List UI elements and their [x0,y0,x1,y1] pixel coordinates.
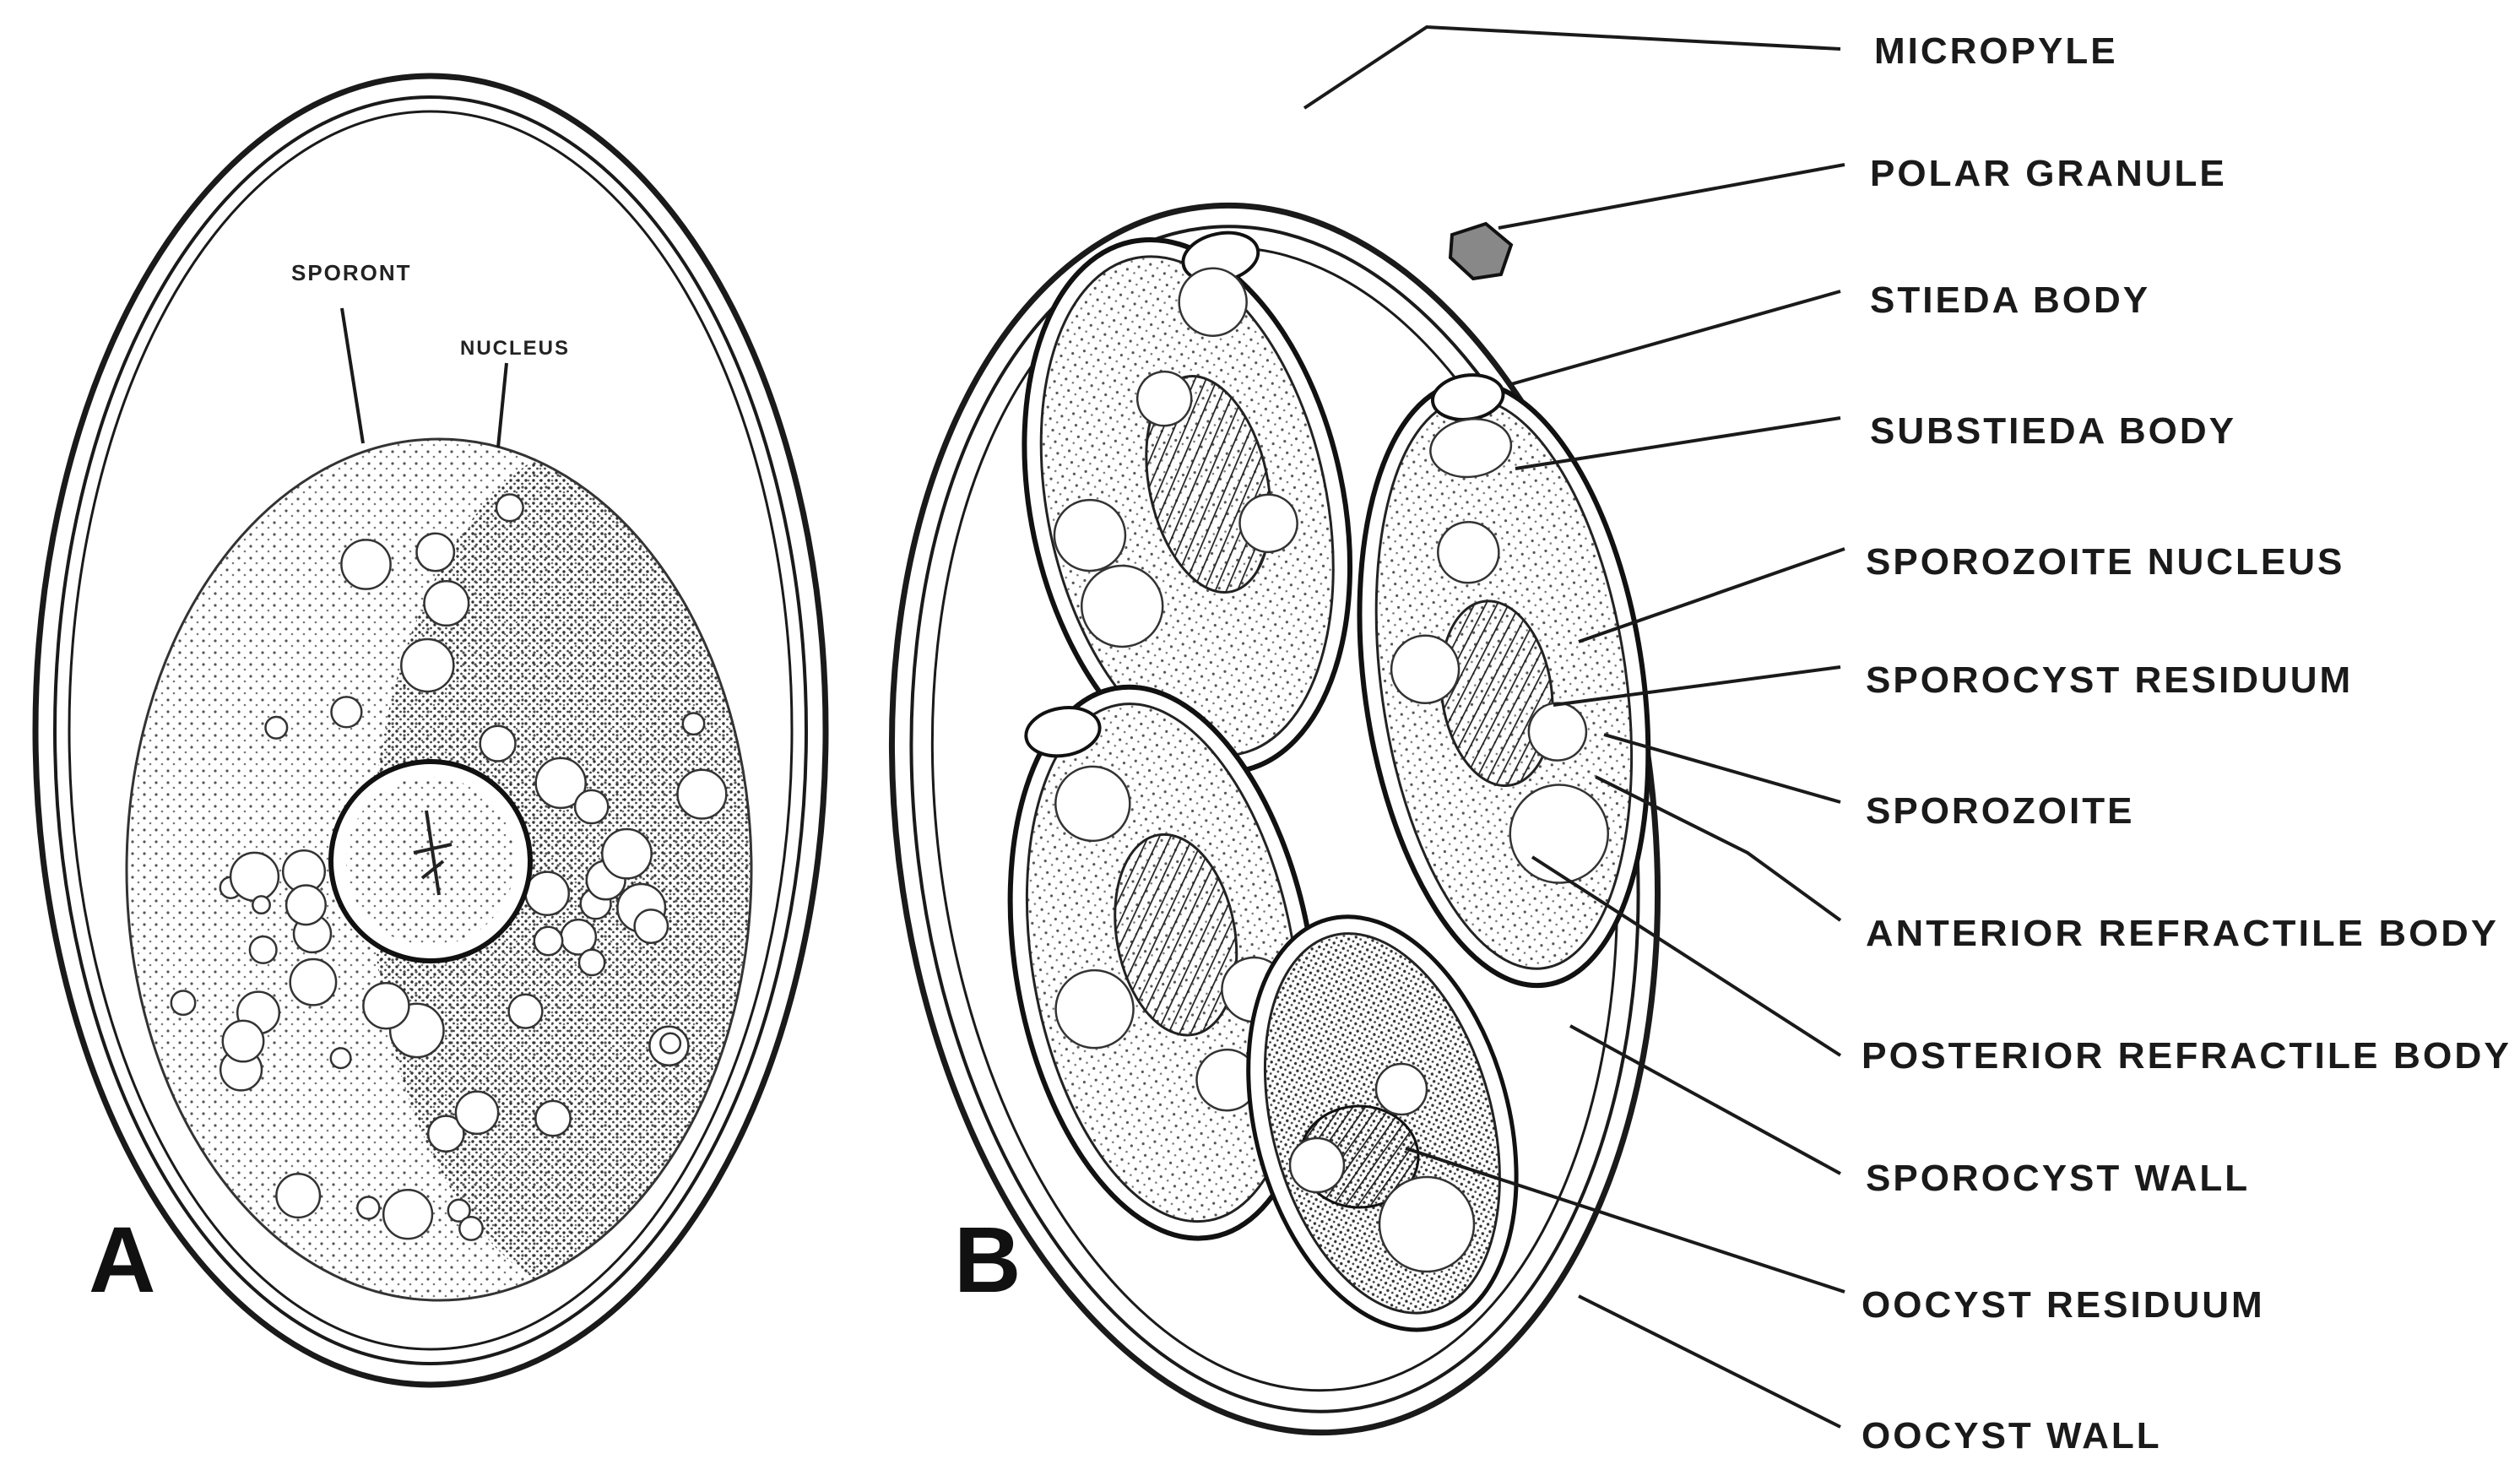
sporont-granule [401,639,453,692]
leader-stieda-body [1511,291,1840,384]
panel-b-letter: B [954,1208,1021,1312]
sporont-granule [250,936,277,963]
sporont-granule [266,717,288,739]
sporont-granule [579,950,604,975]
label-oocyst-residuum: OOCYST RESIDUUM [1862,1284,2265,1326]
nucleus-leader [498,363,507,448]
sporont-granule [575,790,608,823]
sporont-granule [252,896,269,913]
sporont-granule [290,959,336,1005]
label-micropyle: MICROPYLE [1874,30,2118,72]
nucleus-label: NUCLEUS [460,337,570,360]
label-substieda-body: SUBSTIEDA BODY [1870,410,2236,452]
sporont-granule [678,770,727,819]
sporont-granule [417,534,454,571]
sporont-granule [223,1021,263,1061]
panel-a-letter: A [89,1208,155,1312]
sporont-granule [425,581,469,626]
polar-granule [1450,224,1511,279]
sporont-granule [534,927,562,955]
label-sporozoite: SPOROZOITE [1866,790,2134,832]
sporont-granule [660,1033,680,1054]
sporont-granule [276,1174,320,1218]
label-sporocyst-residuum: SPOROCYST RESIDUUM [1866,659,2353,701]
sporont-granule [230,853,279,901]
sporont-granule [332,697,362,727]
sporont-granule [341,540,390,589]
leader-oocyst-wall [1579,1296,1840,1427]
label-sporocyst-wall: SPOROCYST WALL [1866,1158,2250,1199]
label-polar-granule: POLAR GRANULE [1870,153,2227,194]
panel-b: B MICROPYLE POLAR GRANULE STIEDA BODY SU… [824,27,2512,1470]
sporocyst-right [1323,357,1684,1005]
sporont-granule [171,991,195,1015]
panel-a: SPORONT NUCLEUS A [35,76,878,1385]
leader-sporocyst-wall [1570,1026,1840,1174]
leader-micropyle [1304,27,1840,108]
sporont-granule [286,886,326,925]
sporont-granule [331,1048,351,1068]
label-sporozoite-nucleus: SPOROZOITE NUCLEUS [1866,541,2344,583]
nucleus-a [331,762,530,961]
sporont-granule [357,1197,379,1219]
label-oocyst-wall: OOCYST WALL [1862,1415,2162,1456]
sporont-granule [602,829,651,878]
labels-b: MICROPYLE POLAR GRANULE STIEDA BODY SUBS… [1862,30,2512,1456]
label-anterior-refractile-body: ANTERIOR REFRACTILE BODY [1866,913,2499,954]
sporont-label: SPORONT [291,260,412,285]
leader-polar-granule [1498,165,1845,228]
sporont-granule [480,726,516,762]
sporont-granule [635,909,668,942]
sporont-granule [363,983,409,1028]
sporont-granule [459,1217,482,1239]
sporont-leader [342,308,363,443]
sporont-granule [456,1092,498,1134]
sporont-granule [383,1190,432,1239]
sporont-granule [496,495,523,522]
sporont-granule [509,995,543,1028]
label-stieda-body: STIEDA BODY [1870,279,2150,321]
sporont-granule [535,1101,570,1136]
label-posterior-refractile-body: POSTERIOR REFRACTILE BODY [1862,1035,2512,1077]
sporont-granule [526,872,569,915]
sporont-granule [683,713,704,735]
